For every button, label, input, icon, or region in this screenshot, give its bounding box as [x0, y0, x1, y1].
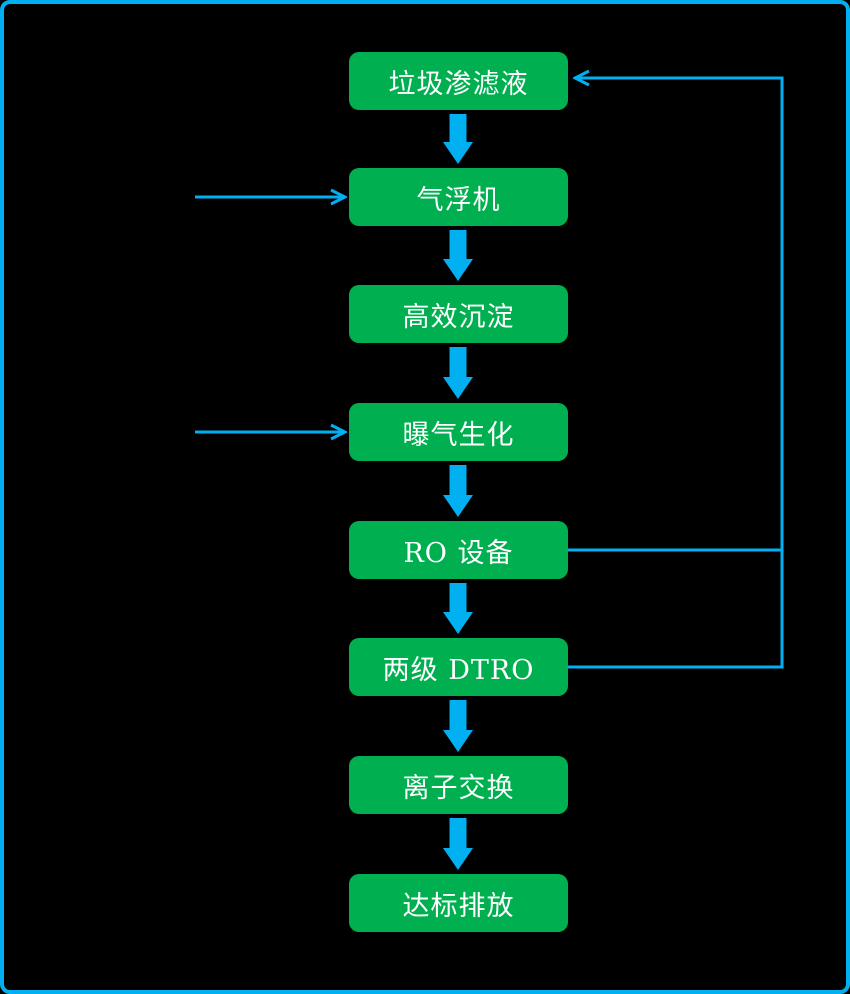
- block-arrow-6-7: [443, 700, 473, 752]
- node-leachate: 垃圾渗滤液: [349, 52, 568, 110]
- node-ion-exchange-label: 离子交换: [402, 772, 515, 804]
- node-two-stage-dtro: 两级 DTRO: [349, 638, 568, 696]
- node-leachate-label: 垃圾渗滤液: [388, 68, 529, 100]
- node-air-flotation-label: 气浮机: [416, 184, 501, 216]
- block-arrow-7-8: [443, 818, 473, 870]
- node-ro-label: RO 设备: [403, 537, 514, 569]
- block-arrow-1-2: [443, 114, 473, 164]
- block-arrow-2-3: [443, 230, 473, 281]
- node-sedimentation-label: 高效沉淀: [402, 301, 515, 333]
- block-arrow-4-5: [443, 465, 473, 517]
- node-aeration-label: 曝气生化: [402, 419, 515, 451]
- node-air-flotation: 气浮机: [349, 168, 568, 226]
- node-ion-exchange: 离子交换: [349, 756, 568, 814]
- node-aeration-biochemical: 曝气生化: [349, 403, 568, 461]
- block-arrow-3-4: [443, 347, 473, 399]
- return-line-dtro-to-leachate: [568, 78, 784, 669]
- node-ro-equipment: RO 设备: [349, 521, 568, 579]
- block-arrow-5-6: [443, 583, 473, 634]
- node-high-efficiency-sedimentation: 高效沉淀: [349, 285, 568, 343]
- node-dtro-label: 两级 DTRO: [382, 654, 535, 686]
- node-discharge-label: 达标排放: [402, 890, 515, 922]
- node-compliant-discharge: 达标排放: [349, 874, 568, 932]
